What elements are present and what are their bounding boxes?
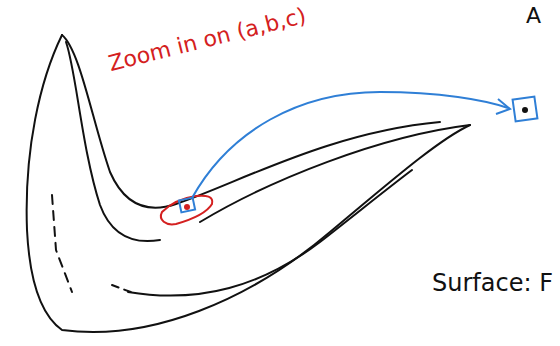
zoomed-point: [522, 107, 528, 113]
hidden-edge: [112, 285, 136, 294]
zoom-note: Zoom in on (a,b,c): [106, 4, 308, 76]
zoomed-square: [513, 97, 538, 122]
zoom-arrow: [192, 92, 508, 198]
tangent-patch: [161, 196, 212, 225]
zoom-square: [179, 198, 195, 213]
surface-inner-edge: [128, 170, 412, 296]
hidden-edge: [52, 195, 72, 292]
corner-label: A: [526, 4, 541, 28]
arrow-head: [496, 99, 510, 114]
point-dot: [184, 204, 190, 210]
surface-label: Surface: F: [432, 270, 553, 296]
surface-outline: [27, 35, 470, 332]
